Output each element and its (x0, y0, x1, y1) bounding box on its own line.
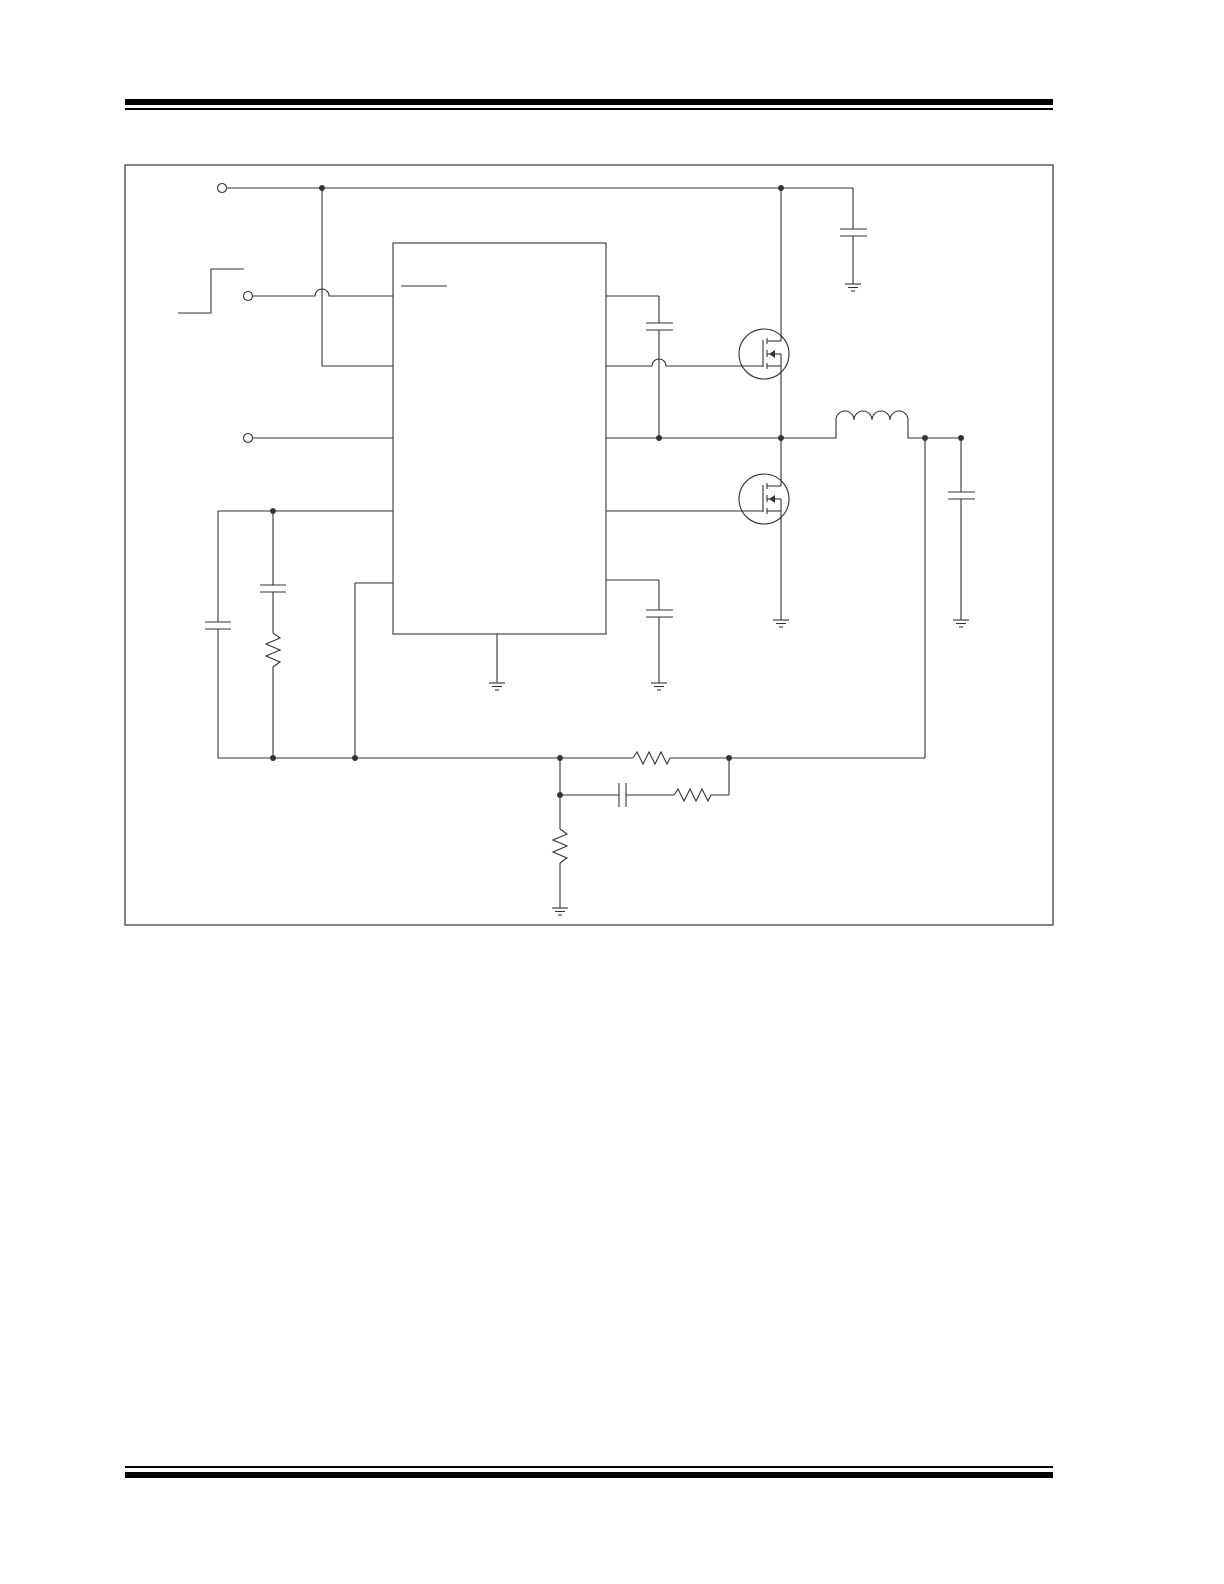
step-waveform (178, 268, 244, 314)
inductor (835, 410, 925, 439)
ground-symbol (845, 283, 861, 292)
ground-symbol (552, 907, 568, 916)
header-rule-thin (125, 108, 1053, 110)
controller-ic (392, 242, 607, 635)
high-side-mosfet (738, 328, 790, 380)
output-capacitor (948, 438, 975, 620)
header-rule-thick (125, 99, 1053, 105)
figure-frame (124, 164, 1054, 926)
vin-terminal (216, 182, 228, 194)
input-terminal (242, 432, 254, 444)
ground-symbol (953, 619, 969, 628)
ground-symbol (651, 682, 667, 691)
footer-rule-thick (125, 1472, 1053, 1478)
ground-symbol (773, 619, 789, 628)
junction-dots (270, 185, 964, 798)
bootstrap-capacitor (606, 295, 673, 438)
footer-rule-thin (125, 1466, 1053, 1468)
compensation-network (205, 510, 393, 758)
low-side-mosfet (738, 473, 790, 620)
vin-rail (226, 187, 854, 367)
ground-symbol (489, 682, 505, 691)
bypass-capacitor (606, 579, 673, 683)
input-capacitor (840, 228, 867, 284)
high-gate-wire (606, 358, 763, 367)
enable-terminal (242, 290, 254, 302)
enable-wire (253, 288, 393, 297)
feedback-network (218, 438, 926, 908)
